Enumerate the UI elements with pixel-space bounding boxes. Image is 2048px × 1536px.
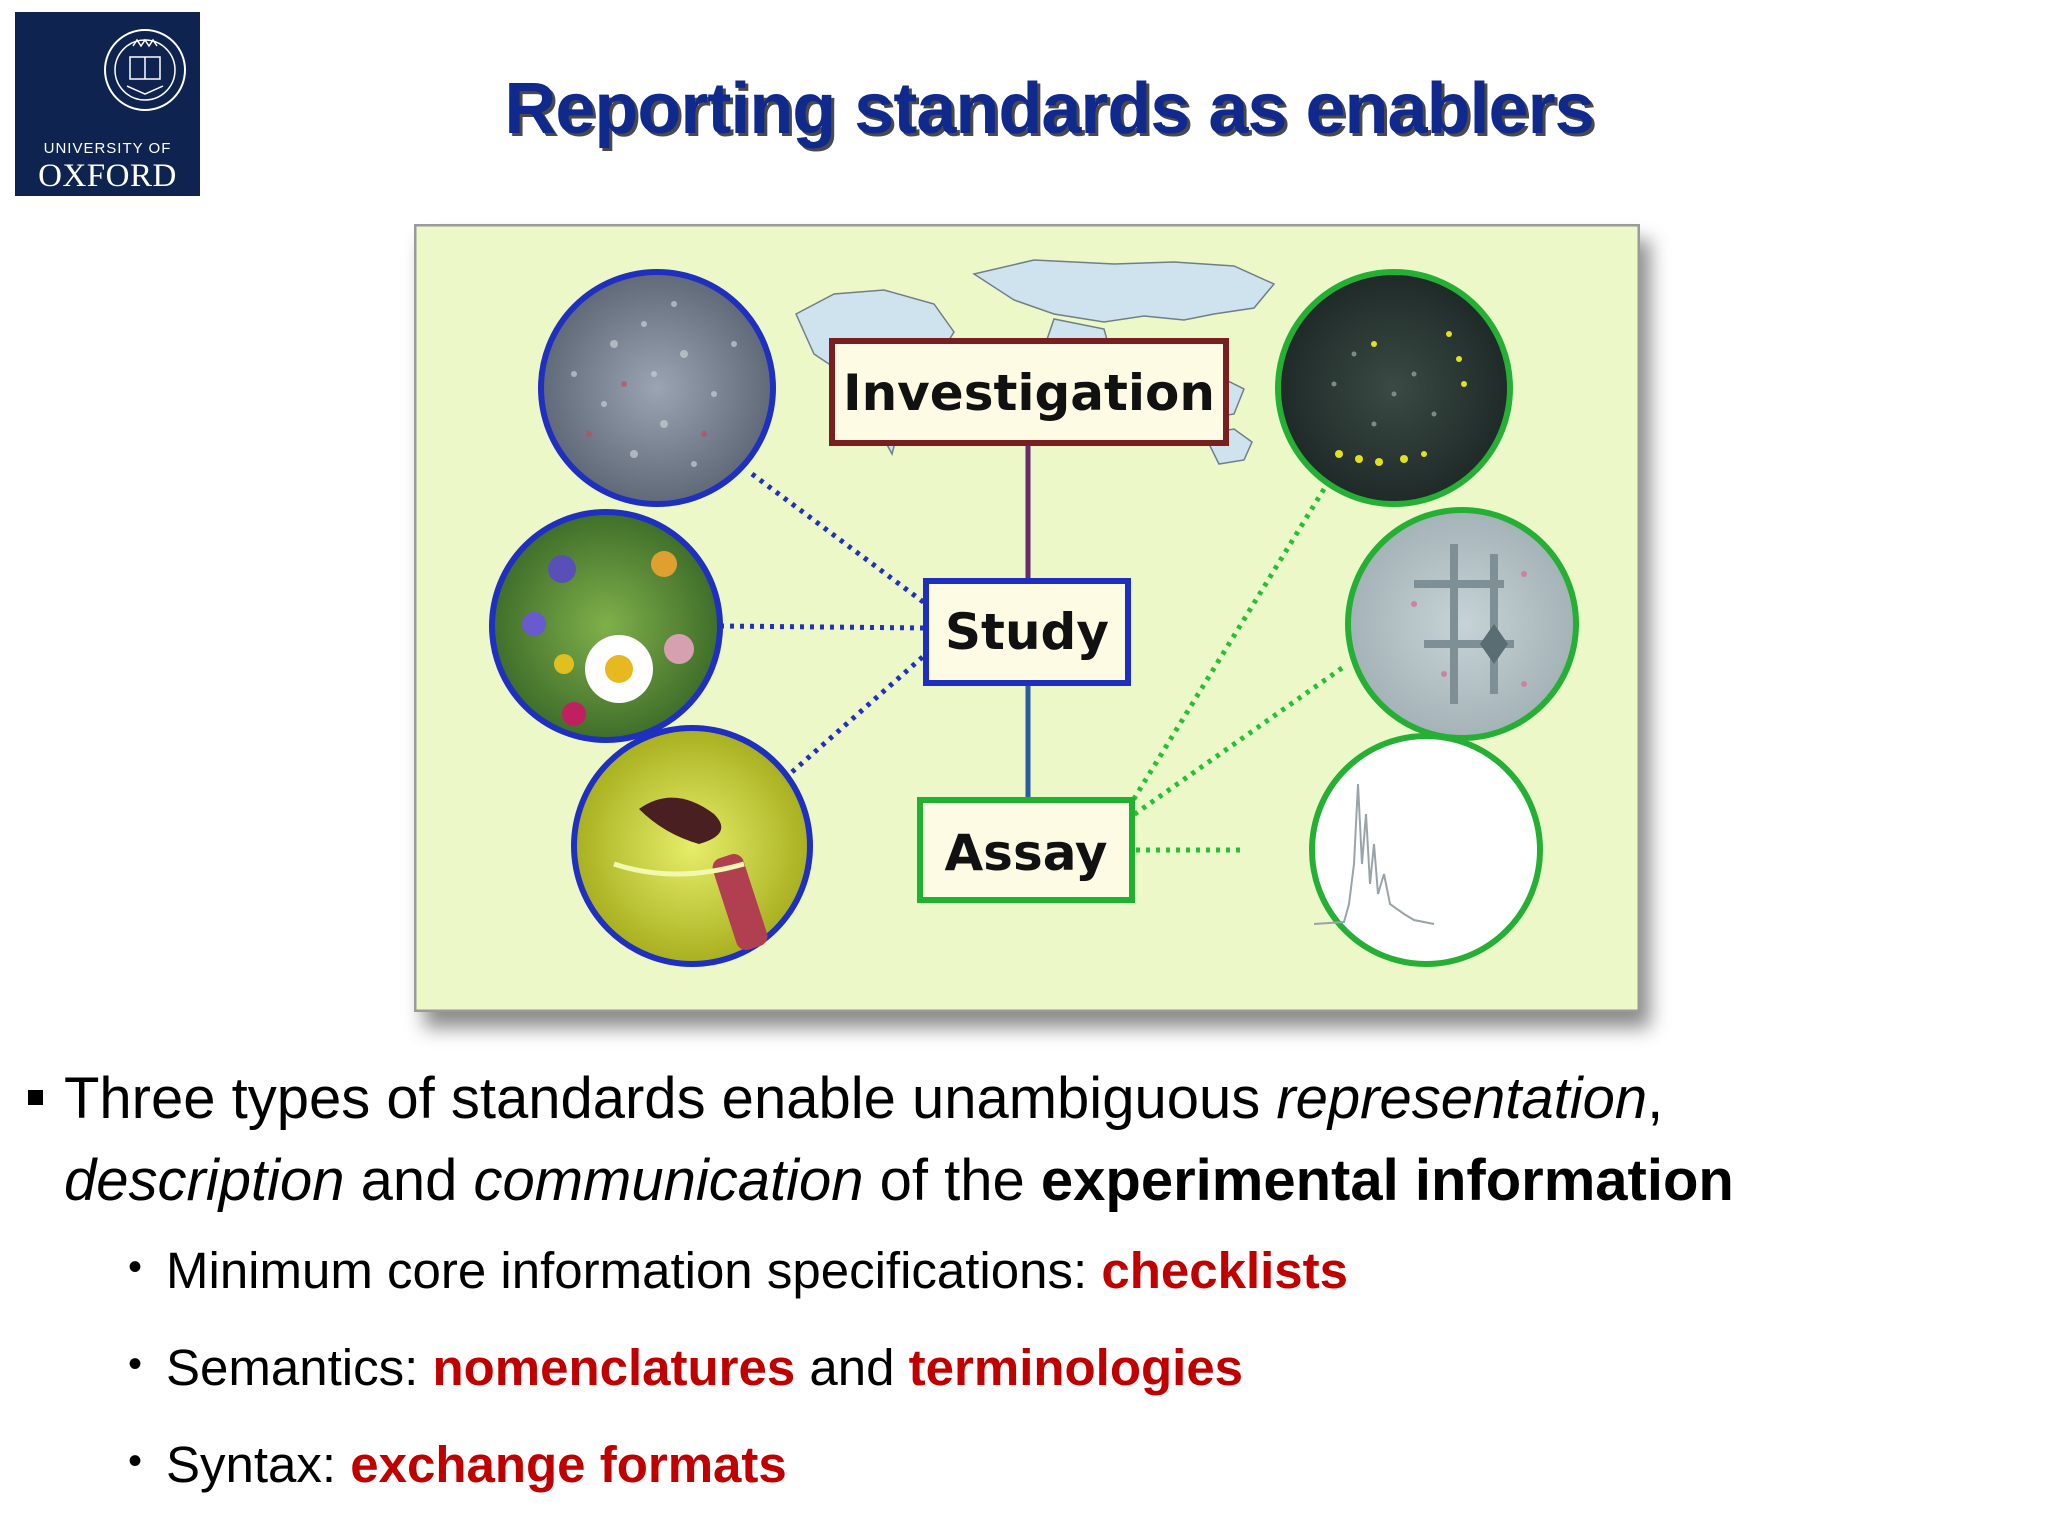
- sub-bullet-syntax: • Syntax: exchange formats: [20, 1416, 2020, 1513]
- main-bullet-comma: ,: [1647, 1066, 1664, 1131]
- sub-bullet-semantics: • Semantics: nomenclatures and terminolo…: [20, 1319, 2020, 1416]
- main-bullet-of-the: of the: [863, 1148, 1041, 1213]
- main-bullet-bold-experimental-information: experimental information: [1040, 1148, 1734, 1213]
- terminologies-highlight: terminologies: [908, 1339, 1244, 1396]
- bullet-dot-icon: •: [128, 1439, 143, 1483]
- isa-diagram: Investigation Study Assay: [414, 224, 1640, 1012]
- bullet-dot-icon: •: [128, 1245, 143, 1289]
- main-bullet-italic-communication: communication: [473, 1148, 864, 1213]
- sub-bullet-checklists: • Minimum core information specification…: [20, 1222, 2020, 1319]
- study-box: Study: [923, 578, 1131, 686]
- main-bullet-and: and: [344, 1148, 474, 1213]
- main-bullet-italic-description: description: [64, 1148, 345, 1213]
- microarray-photo-circle: [1275, 269, 1513, 507]
- bullet-dot-icon: •: [128, 1342, 143, 1386]
- assay-box: Assay: [917, 797, 1135, 903]
- yellow-micrograph-circle: [571, 725, 813, 967]
- nomenclatures-highlight: nomenclatures: [432, 1339, 796, 1396]
- spectrum-photo-circle: [1309, 733, 1543, 967]
- logo-oxford-text: OXFORD: [38, 158, 177, 194]
- slide-body: Three types of standards enable unambigu…: [20, 1058, 2020, 1513]
- investigation-label: Investigation: [843, 364, 1215, 422]
- sub-bullet-text: Syntax:: [166, 1436, 351, 1493]
- flowers-photo-circle: [489, 509, 723, 743]
- assay-label: Assay: [944, 824, 1107, 882]
- gel-photo-circle: [1345, 507, 1579, 741]
- square-bullet-icon: [28, 1090, 43, 1105]
- oxford-crest-icon: [104, 29, 186, 111]
- crowd-photo-circle: [538, 269, 776, 507]
- oxford-logo: UNIVERSITY OF OXFORD: [15, 12, 200, 196]
- logo-university-text: UNIVERSITY OF: [43, 140, 172, 157]
- checklists-highlight: checklists: [1101, 1242, 1349, 1299]
- sub-bullet-text: Semantics:: [166, 1339, 433, 1396]
- main-bullet-text: Three types of standards enable unambigu…: [64, 1066, 1277, 1131]
- study-label: Study: [945, 603, 1109, 661]
- investigation-box: Investigation: [829, 338, 1229, 446]
- slide-title: Reporting standards as enablers: [504, 69, 1594, 149]
- sub-bullet-text: Minimum core information specifications:: [166, 1242, 1102, 1299]
- exchange-formats-highlight: exchange formats: [350, 1436, 787, 1493]
- main-bullet-italic-representation: representation: [1276, 1066, 1648, 1131]
- main-bullet: Three types of standards enable unambigu…: [20, 1058, 2020, 1222]
- sub-bullet-and: and: [795, 1339, 909, 1396]
